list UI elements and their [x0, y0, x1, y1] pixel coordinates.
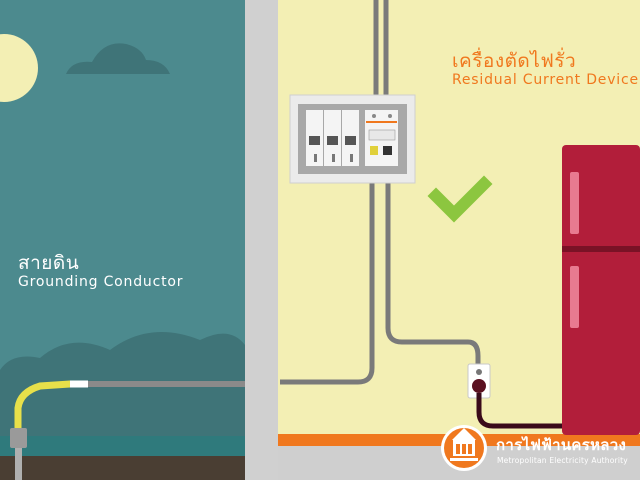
sun	[0, 34, 38, 102]
ground-strip	[0, 436, 245, 458]
wall-column	[245, 0, 278, 480]
logo-name-thai: การไฟฟ้านครหลวง	[496, 436, 627, 454]
rcd-label-thai: เครื่องตัดไฟรั่ว	[452, 50, 577, 72]
mea-logo-icon	[441, 425, 487, 471]
ground-rod-clamp	[10, 428, 27, 448]
logo-name-english: Metropolitan Electricity Authority	[497, 456, 628, 465]
cloud	[66, 43, 170, 74]
grounding-label-thai: สายดิน	[18, 252, 80, 274]
soil	[0, 456, 245, 480]
breaker-panel	[289, 94, 416, 184]
grounding-wire-yellow	[14, 380, 74, 436]
wall-socket	[467, 363, 491, 399]
conduits	[280, 0, 481, 385]
appliance-cable	[476, 393, 570, 429]
checkmark-icon	[427, 175, 493, 223]
ground-rod	[15, 448, 22, 480]
refrigerator	[562, 145, 640, 435]
rcd-label-english: Residual Current Device	[452, 72, 639, 88]
grounding-label-english: Grounding Conductor	[18, 274, 184, 290]
